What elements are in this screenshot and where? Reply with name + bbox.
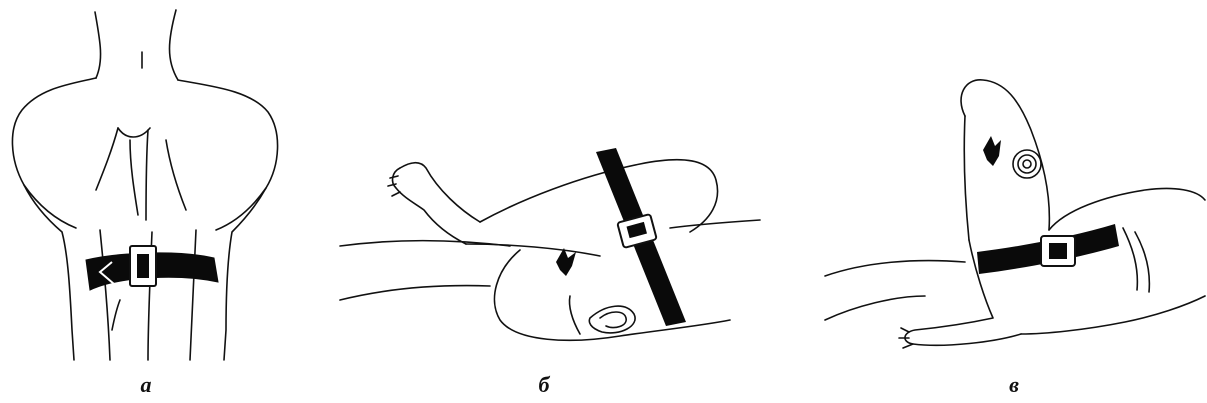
caption-panel-b: б (524, 372, 564, 398)
strap-buckle-inner (137, 254, 149, 278)
thigh-detail-line (112, 300, 120, 330)
wound-spiral-inner (600, 312, 626, 328)
panel-c-raised-thigh-view (805, 0, 1207, 370)
hip-outline-top (1049, 188, 1205, 230)
raised-thigh-outline (961, 80, 1049, 230)
foot-top-line (400, 163, 480, 222)
thigh-crease-line (569, 296, 580, 334)
left-leg-inner-line (100, 230, 110, 360)
caption-panel-a: а (126, 372, 166, 398)
foot-sole-line (393, 168, 466, 244)
upper-leg-outline (480, 160, 718, 232)
wound-spiral-outer (589, 306, 635, 333)
panel-a-back-view (0, 0, 300, 370)
neck-left-line (95, 12, 101, 78)
ground-line-right (670, 220, 760, 228)
caption-panel-c: в (994, 372, 1034, 398)
raised-thigh-illustration (805, 0, 1207, 370)
right-leg-inner-line (190, 230, 196, 360)
lower-leg-line (466, 244, 600, 256)
torso-right-outline (178, 80, 278, 360)
strap-buckle-inner (1049, 243, 1067, 259)
back-muscle-line-3 (146, 130, 148, 220)
buttock-crease-line (1123, 228, 1137, 290)
back-muscle-line-4 (166, 140, 186, 210)
wound-mark (983, 136, 1001, 166)
thigh-view-illustration (320, 0, 765, 370)
shoulder-blade-line (118, 128, 150, 137)
body-line-lower (340, 286, 490, 300)
panel-b-thigh-view (320, 0, 765, 370)
hip-outline-bottom (1021, 296, 1205, 334)
torso-left-outline (12, 78, 96, 360)
back-muscle-line-1 (96, 128, 118, 190)
back-view-illustration (0, 0, 300, 370)
ground-line-lower (825, 296, 925, 320)
wound-mark (556, 248, 576, 276)
raised-thigh-back-line (964, 116, 969, 240)
back-muscle-line-2 (130, 140, 138, 215)
wound-spiral-inner (1023, 160, 1031, 168)
neck-right-line (170, 10, 179, 80)
wound-spiral-middle (1018, 155, 1036, 173)
ground-line-left (825, 261, 965, 276)
thigh-outline (494, 250, 730, 340)
ground-line-left (340, 241, 510, 246)
